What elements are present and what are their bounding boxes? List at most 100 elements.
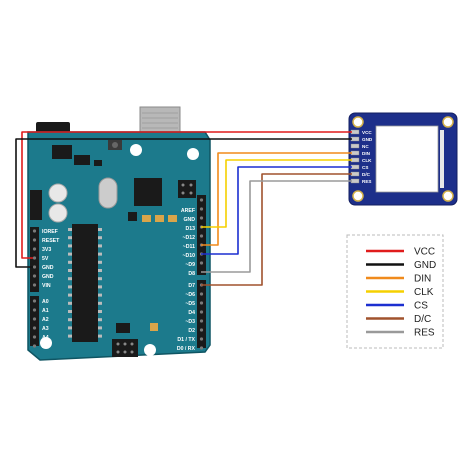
mount-hole	[40, 337, 52, 349]
mcu-pin	[68, 334, 72, 338]
arduino-board: IOREF RESET 3V3 5V GND GND VIN A0 A1 A2 …	[27, 106, 211, 361]
icsp-header	[178, 180, 196, 198]
wire-vcc	[21, 131, 352, 259]
header-hole	[32, 335, 37, 339]
header-hole	[32, 299, 37, 303]
header-hole	[199, 198, 204, 202]
mcu-pin	[68, 285, 72, 289]
header-hole	[199, 216, 204, 220]
header-hole	[199, 319, 204, 323]
pin-label-aref: AREF	[181, 208, 195, 214]
mount-hole	[442, 116, 454, 128]
header-hole	[199, 292, 204, 296]
oled-pin-label-cs: CS	[362, 165, 368, 170]
header-hole	[32, 238, 37, 242]
mcu-pins	[68, 228, 102, 338]
pin-label-a3: A3	[42, 326, 49, 332]
mcu-pin	[68, 252, 72, 256]
digital-header-lower	[197, 280, 206, 348]
wire-din	[201, 152, 352, 246]
mcu-pin	[98, 236, 102, 240]
mcu-pin	[98, 252, 102, 256]
mount-hole	[442, 190, 454, 202]
mcu-pin	[98, 301, 102, 305]
pin-label-d4: D4	[188, 310, 195, 316]
header-hole	[199, 301, 204, 305]
pin-label-reset: RESET	[42, 238, 60, 244]
oled-pin	[350, 143, 360, 149]
header-hole	[32, 274, 37, 278]
capacitor	[48, 203, 68, 223]
mcu-pin	[68, 293, 72, 297]
header-hole	[32, 317, 37, 321]
mount-hole	[187, 148, 199, 160]
oled-pin	[350, 129, 360, 135]
pin-label-d1-tx: D1 / TX	[177, 337, 195, 343]
power-pin-labels: IOREF RESET 3V3 5V GND GND VIN	[42, 229, 60, 289]
header-hole	[32, 247, 37, 251]
oled-pin-label-nc: NC	[362, 144, 369, 149]
mcu-pin	[98, 310, 102, 313]
legend-label: D/C	[414, 314, 431, 325]
pin-label-d9: ~D9	[185, 262, 195, 268]
pin-label-a1: A1	[42, 308, 49, 314]
oled-pin	[350, 171, 360, 177]
mcu-pin	[68, 318, 72, 322]
pin-label-d3: ~D3	[185, 319, 195, 325]
header-hole	[199, 261, 204, 265]
pin-label-d7: D7	[188, 283, 195, 289]
oled-pin	[350, 164, 360, 170]
oled-pin-label-dc: D/C	[362, 172, 371, 177]
header-hole	[199, 337, 204, 341]
legend-label: CLK	[414, 287, 434, 298]
oled-pin-labels: VCC GND NC DIN CLK CS D/C RES	[362, 130, 373, 184]
mount-hole	[352, 116, 364, 128]
oled-screen	[375, 125, 439, 193]
header-hole	[32, 283, 37, 287]
pin-label-a0: A0	[42, 299, 49, 305]
pin-label-d11: ~D11	[183, 244, 195, 250]
header-hole	[199, 310, 204, 314]
mcu-pin	[98, 318, 102, 322]
header-hole	[32, 256, 37, 260]
mcu-pin	[98, 334, 102, 338]
oled-pin-label-din: DIN	[362, 151, 371, 156]
header-hole	[199, 346, 204, 350]
pin-label-d8: D8	[188, 271, 195, 277]
header-hole	[199, 328, 204, 332]
legend-label: RES	[414, 328, 435, 339]
wire-cs	[201, 166, 352, 255]
legend-label: CS	[414, 301, 428, 312]
wire-gnd	[15, 138, 352, 268]
pin-label-ioref: IOREF	[42, 229, 58, 235]
mcu-pin	[68, 326, 72, 330]
pin-label-vin: VIN	[42, 283, 51, 289]
mcu-pin	[68, 301, 72, 305]
oled-pin	[350, 178, 360, 184]
voltage-regulator	[30, 190, 42, 220]
mount-hole	[130, 144, 142, 156]
usb-chip	[134, 178, 162, 206]
analog-header	[30, 296, 39, 346]
mcu-pin	[68, 244, 72, 248]
mcu-pin	[98, 277, 102, 281]
icsp-header-bottom	[112, 339, 138, 357]
oled-pin	[350, 150, 360, 156]
digital-pin-labels-lower: D7 ~D6 ~D5 D4 ~D3 D2 D1 / TX D0 / RX	[177, 283, 196, 352]
mcu-pin	[98, 244, 102, 248]
oled-pin-label-gnd: GND	[362, 137, 373, 142]
legend-label: DIN	[414, 274, 431, 285]
pin-label-d13: D13	[185, 226, 195, 232]
legend-label: VCC	[414, 247, 435, 258]
header-hole	[199, 207, 204, 211]
mcu-pin	[68, 310, 72, 313]
header-hole	[199, 234, 204, 238]
pin-label-d5: ~D5	[185, 301, 195, 307]
mount-hole	[352, 190, 364, 202]
pin-label-a5: A5	[42, 344, 49, 350]
atmega-chip	[72, 224, 98, 342]
wire-clk	[201, 159, 352, 228]
header-hole	[32, 326, 37, 330]
mcu-pin	[98, 326, 102, 330]
